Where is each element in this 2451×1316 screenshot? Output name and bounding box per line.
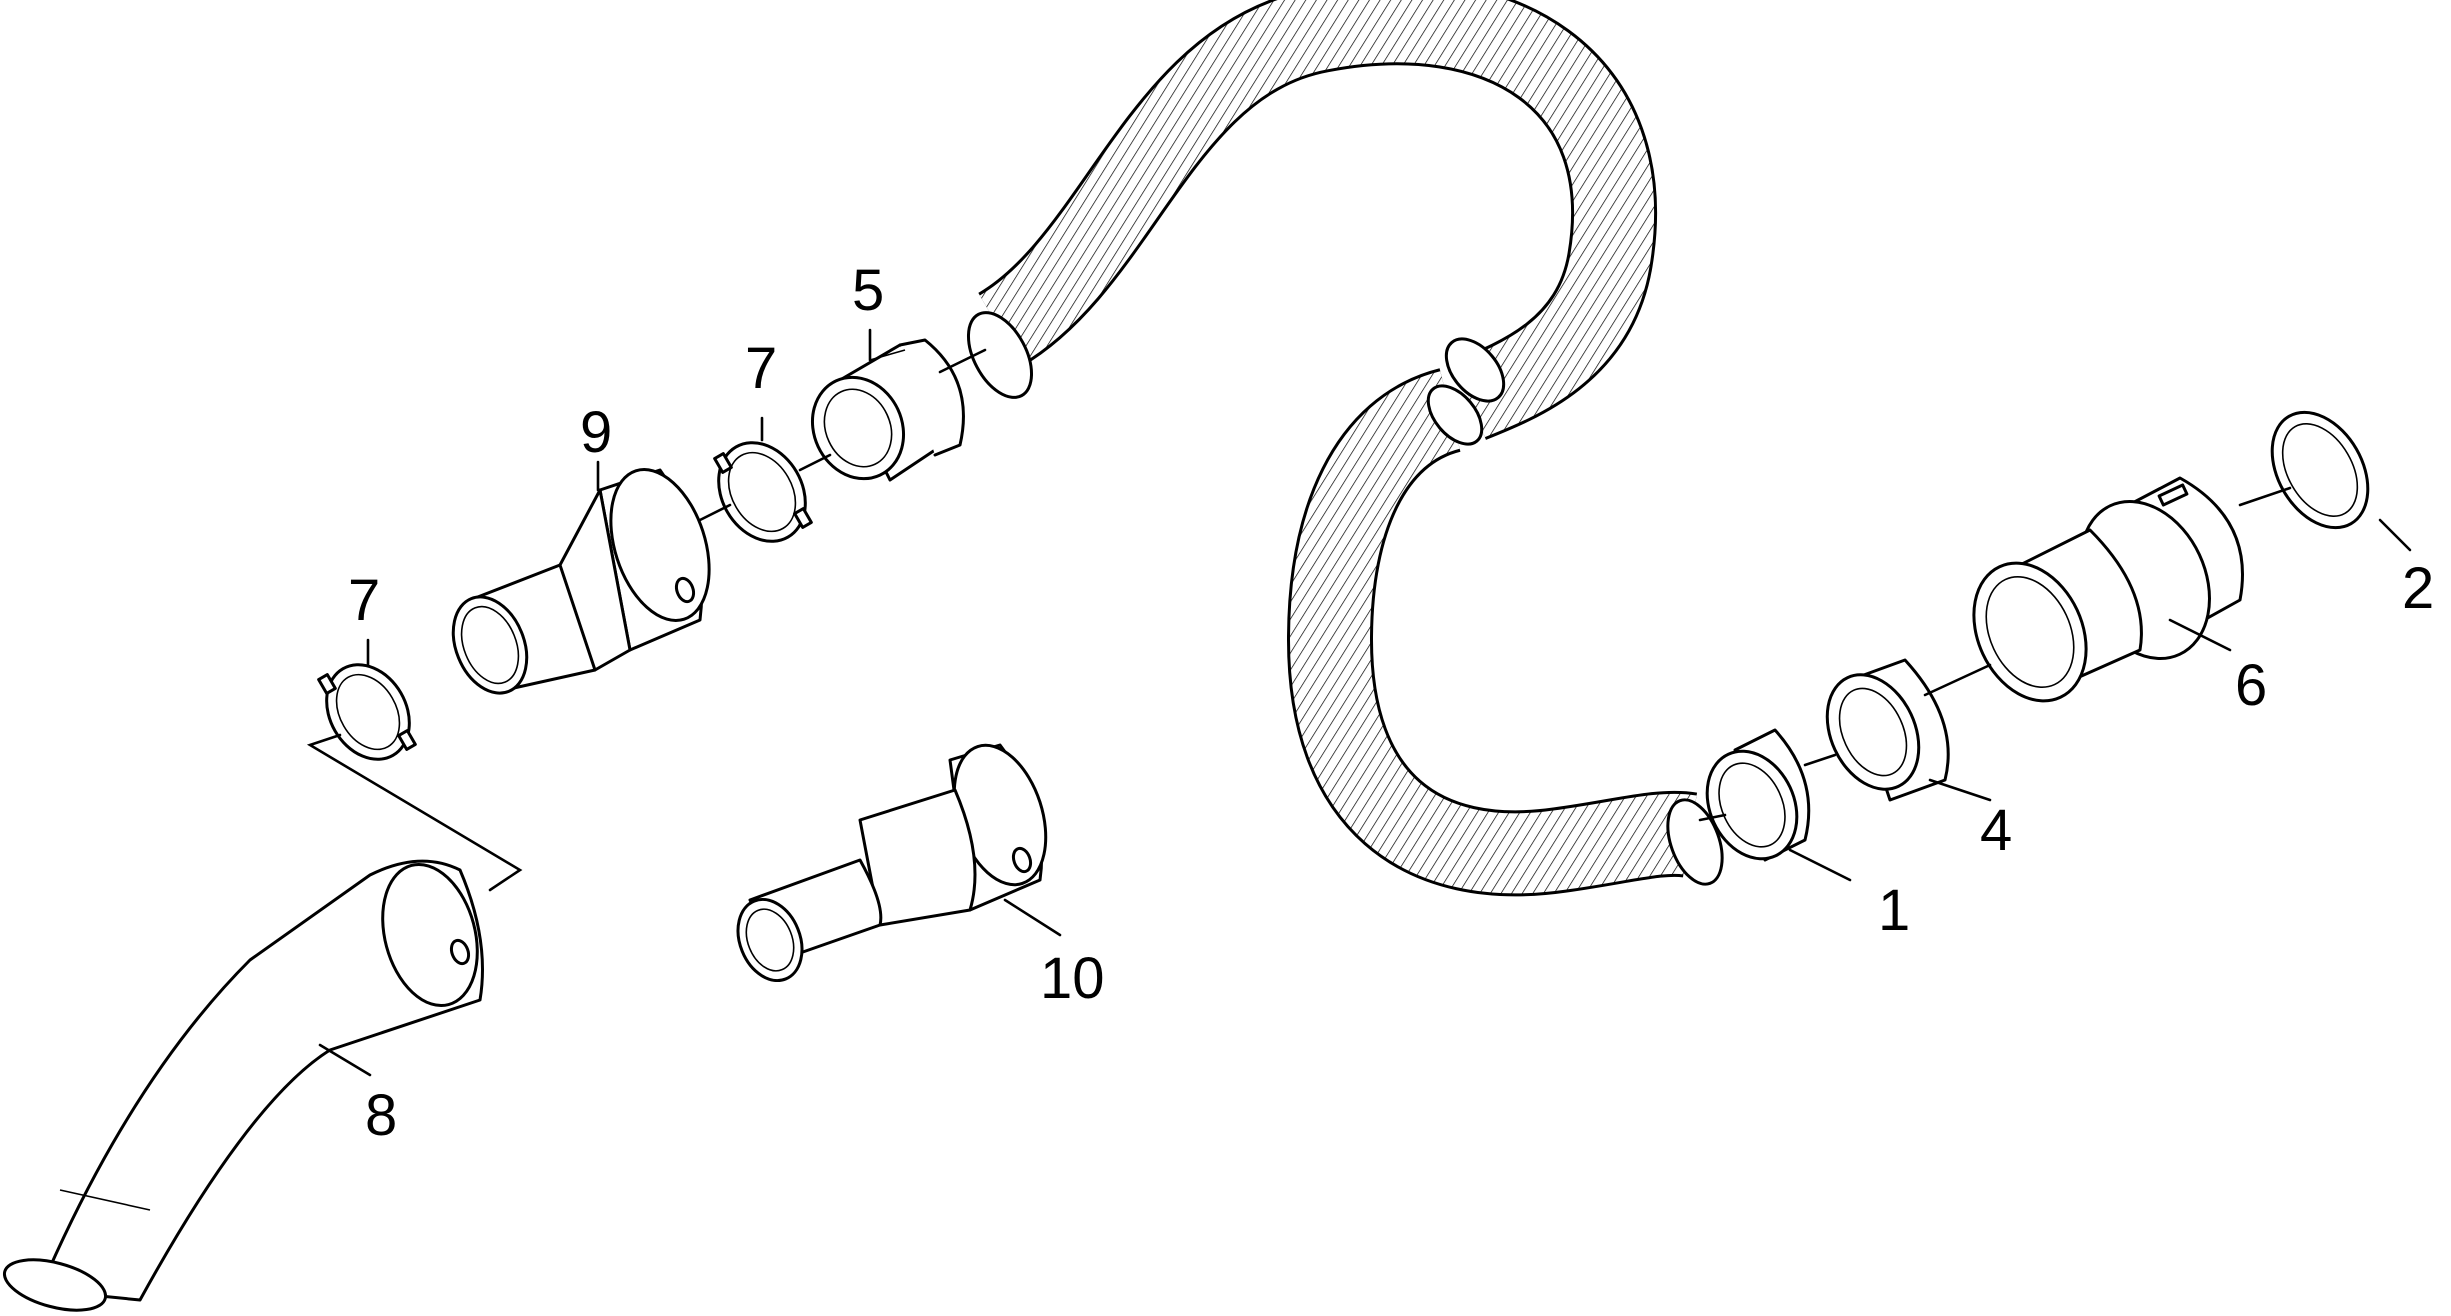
callout-10: 10 [1040,946,1105,1011]
callout-8: 8 [365,1083,397,1148]
part-6-hose-socket [1972,476,2244,703]
part-1-coupling-ring [1705,728,1811,862]
part-9-adapter [451,468,711,695]
callout-6: 6 [2235,653,2267,718]
part-7-clamp-ring-upper [713,441,813,543]
callout-2: 2 [2402,556,2434,621]
part-8-bent-tube [2,859,484,1312]
callout-5: 5 [852,258,884,323]
callout-7-upper: 7 [745,336,777,401]
callout-numbers: 5 7 9 7 8 10 1 4 6 2 [348,258,2434,1148]
part-4-bayonet-sleeve [1825,658,1950,802]
part-2-seal-ring [2270,410,2370,530]
assembly-lines [306,328,2412,1077]
callout-9: 9 [580,400,612,465]
part-5-hose-connector [810,338,965,482]
part-7-clamp-ring-lower [317,663,417,761]
callout-4: 4 [1980,798,2012,863]
callout-7-lower: 7 [348,568,380,633]
suction-hose [966,0,1724,897]
part-10-reducer [736,743,1048,983]
callout-1: 1 [1878,878,1910,943]
